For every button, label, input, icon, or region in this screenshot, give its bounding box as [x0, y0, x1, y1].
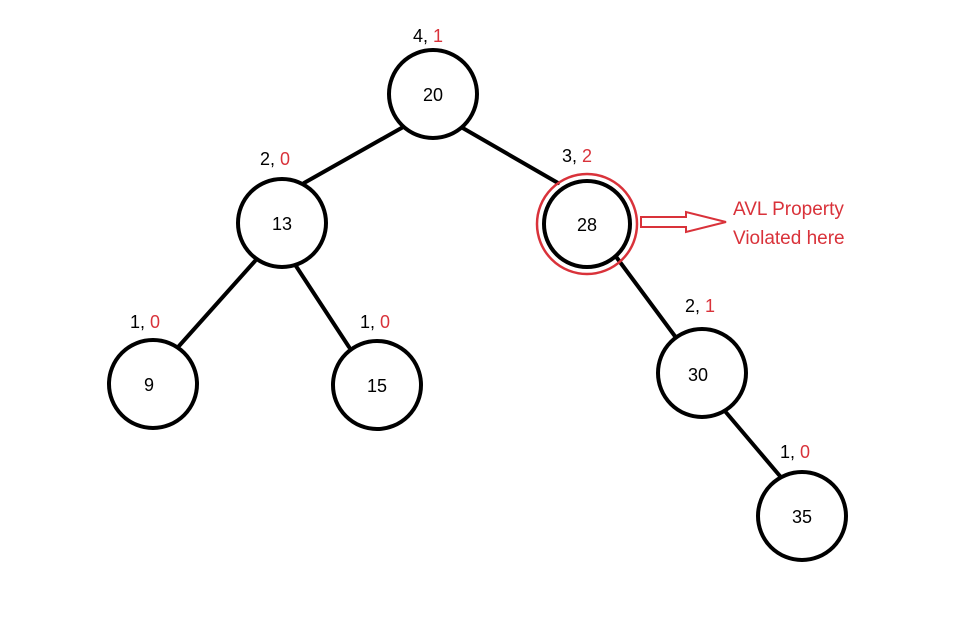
edge-20-13	[302, 124, 407, 185]
node-circle	[107, 338, 199, 430]
node-35: 35 1, 0	[756, 442, 848, 562]
separator: ,	[140, 312, 150, 332]
edge-30-35	[722, 408, 787, 484]
node-meta: 2, 1	[685, 296, 715, 316]
node-balance: 0	[150, 312, 160, 332]
node-meta: 1, 0	[130, 312, 160, 332]
separator: ,	[370, 312, 380, 332]
node-circle	[542, 179, 632, 269]
node-value: 35	[792, 507, 812, 527]
node-30: 30 2, 1	[656, 296, 748, 419]
node-15: 15 1, 0	[331, 312, 423, 431]
node-28: 28 3, 2	[542, 146, 632, 269]
node-balance: 1	[705, 296, 715, 316]
separator: ,	[270, 149, 280, 169]
edge-20-28	[459, 125, 560, 185]
node-balance: 1	[433, 26, 443, 46]
node-value: 9	[144, 375, 154, 395]
annotation-line-2: Violated here	[733, 228, 845, 249]
node-meta: 2, 0	[260, 149, 290, 169]
node-height: 1	[130, 312, 140, 332]
node-circle	[756, 470, 848, 562]
node-value: 13	[272, 214, 292, 234]
node-13: 13 2, 0	[236, 149, 328, 269]
node-value: 30	[688, 365, 708, 385]
node-height: 1	[780, 442, 790, 462]
node-value: 20	[423, 85, 443, 105]
node-balance: 0	[380, 312, 390, 332]
node-height: 1	[360, 312, 370, 332]
edge-13-15	[292, 261, 351, 349]
node-meta: 4, 1	[413, 26, 443, 46]
node-height: 4	[413, 26, 423, 46]
node-circle	[331, 339, 423, 431]
node-value: 15	[367, 376, 387, 396]
node-height: 2	[260, 149, 270, 169]
separator: ,	[790, 442, 800, 462]
node-meta: 1, 0	[780, 442, 810, 462]
arrow-shape	[640, 210, 727, 234]
violation-highlight-ring	[535, 172, 639, 276]
edge-28-30	[615, 256, 682, 345]
node-meta: 1, 0	[360, 312, 390, 332]
separator: ,	[572, 146, 582, 166]
node-balance: 2	[582, 146, 592, 166]
node-meta: 3, 2	[562, 146, 592, 166]
separator: ,	[695, 296, 705, 316]
node-circle	[387, 48, 479, 140]
annotation-arrow-icon	[640, 210, 727, 234]
edge-13-9	[177, 259, 257, 348]
node-circle	[236, 177, 328, 269]
node-balance: 0	[280, 149, 290, 169]
node-circle	[656, 327, 748, 419]
node-value: 28	[577, 215, 597, 235]
node-20: 20 4, 1	[387, 26, 479, 140]
node-balance: 0	[800, 442, 810, 462]
edges	[177, 124, 787, 484]
node-9: 9 1, 0	[107, 312, 199, 430]
node-height: 2	[685, 296, 695, 316]
node-height: 3	[562, 146, 572, 166]
annotation-line-1: AVL Property	[733, 199, 844, 220]
separator: ,	[423, 26, 433, 46]
